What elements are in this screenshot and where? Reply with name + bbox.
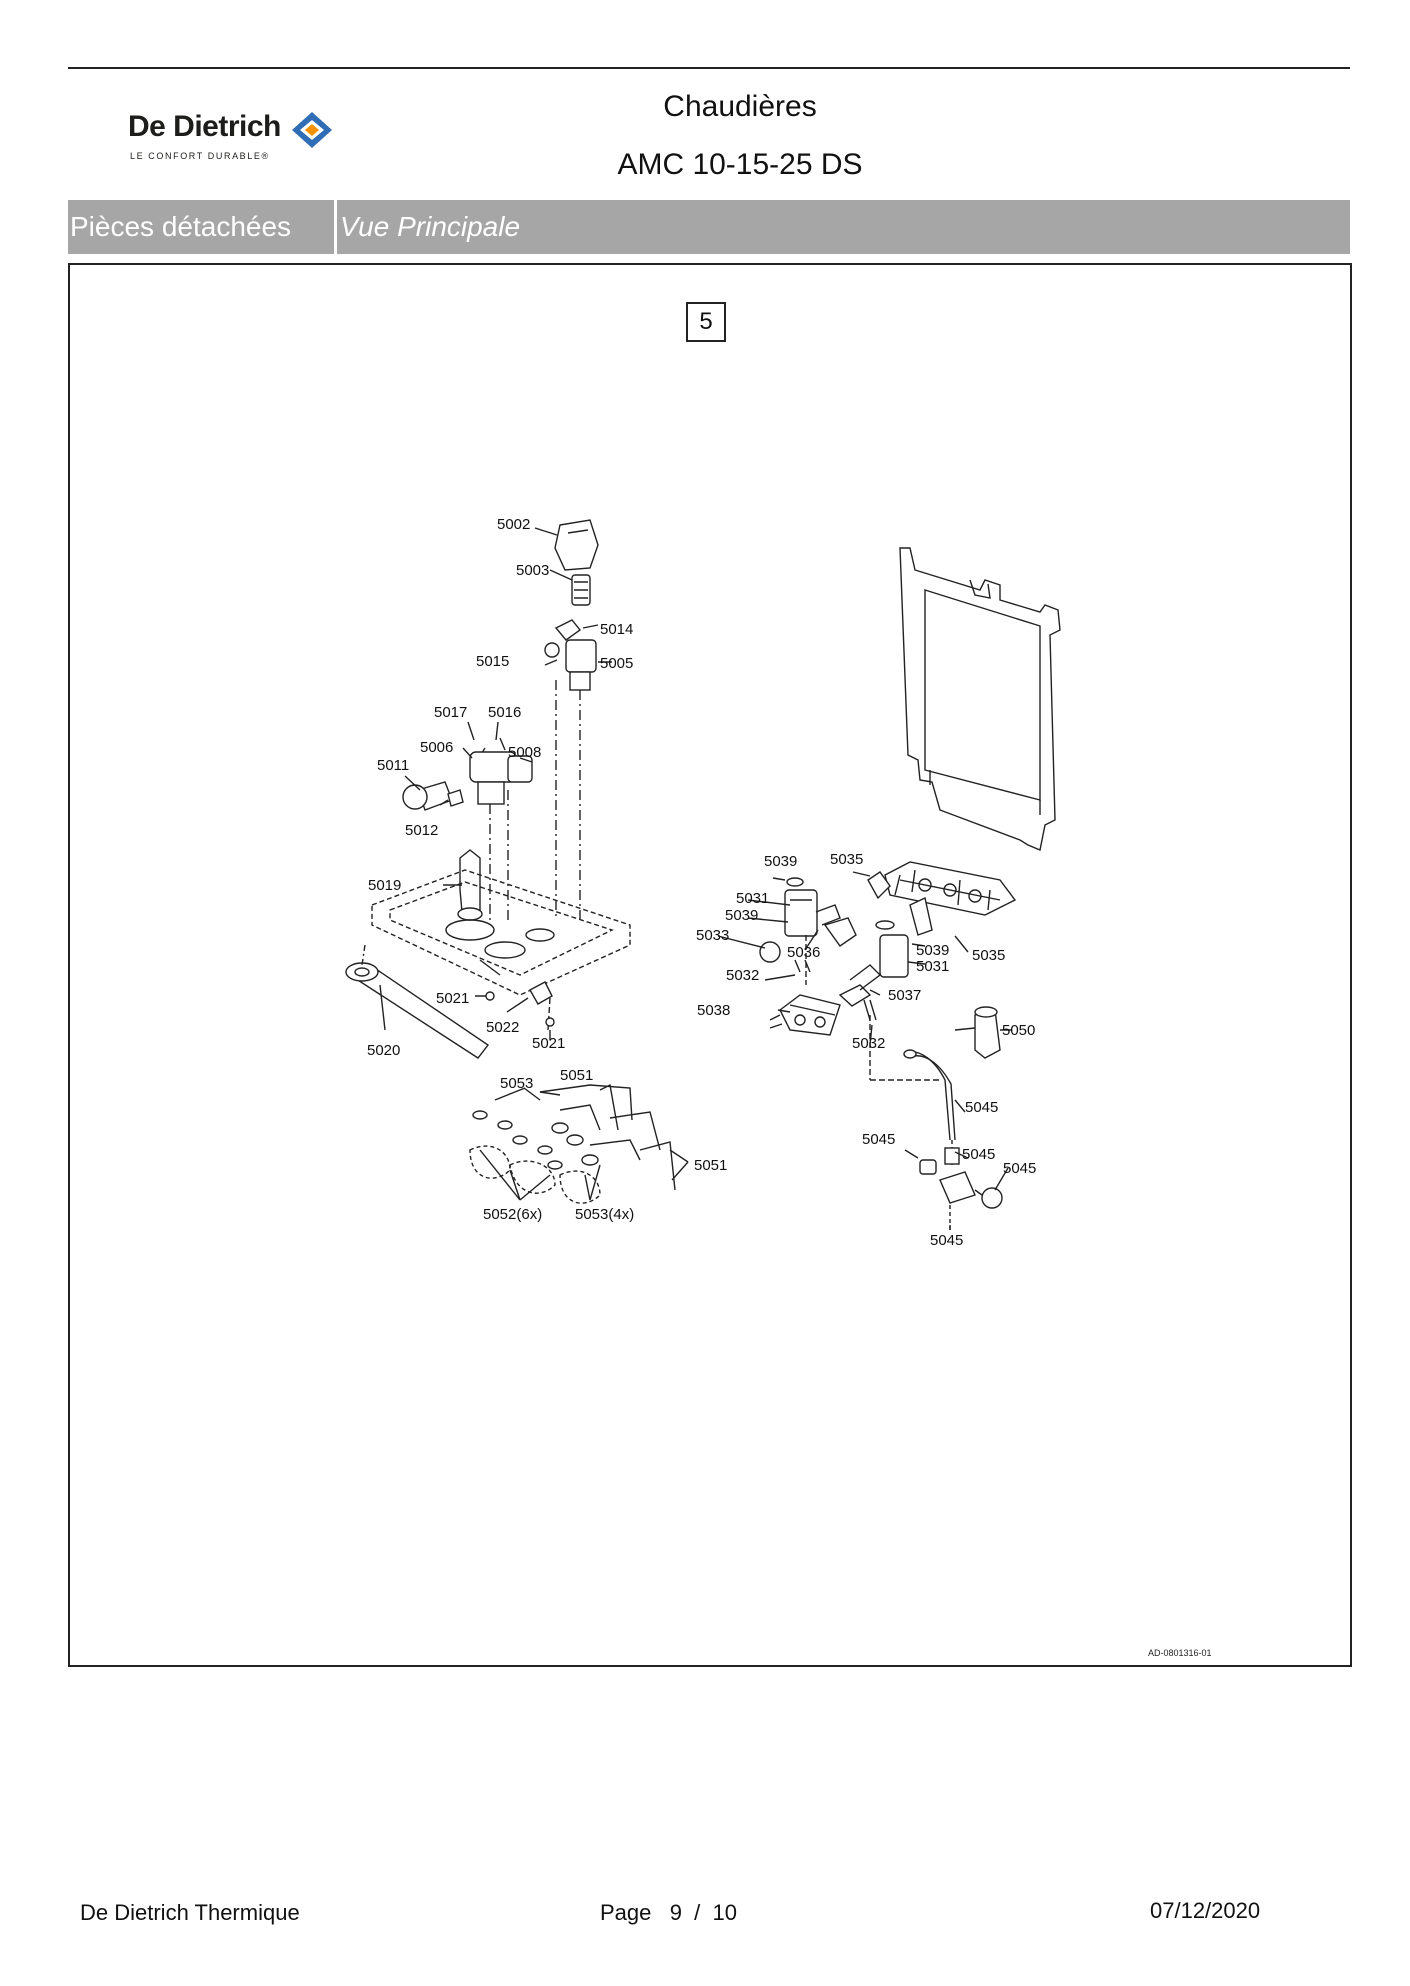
part-label: 5033 (696, 927, 729, 944)
part-label: 5035 (830, 851, 863, 868)
part-label: 5038 (697, 1002, 730, 1019)
part-label: 5051 (694, 1157, 727, 1174)
part-label: 5045 (965, 1099, 998, 1116)
part-label: 5019 (368, 877, 401, 894)
drawing-reference: AD-0801316-01 (1148, 1648, 1212, 1658)
view-label: Vue Principale (340, 211, 521, 242)
part-label: 5053(4x) (575, 1206, 634, 1223)
part-label: 5021 (436, 990, 469, 1007)
part-label: 5051 (560, 1067, 593, 1084)
part-label: 5031 (916, 958, 949, 975)
part-label: 5045 (930, 1232, 963, 1249)
view-number-box: 5 (686, 302, 726, 342)
footer-company: De Dietrich Thermique (80, 1900, 300, 1925)
footer-date: 07/12/2020 (1150, 1898, 1261, 1923)
part-label: 5014 (600, 621, 633, 638)
section-bar: Pièces détachées Vue Principale (68, 200, 1350, 254)
part-label: 5039 (725, 907, 758, 924)
part-label: 5036 (787, 944, 820, 961)
part-label: 5035 (972, 947, 1005, 964)
part-label: 5052(6x) (483, 1206, 542, 1223)
part-label: 5045 (962, 1146, 995, 1163)
part-label: 5003 (516, 562, 549, 579)
part-label: 5050 (1002, 1022, 1035, 1039)
part-label: 5037 (888, 987, 921, 1004)
part-label: 5045 (862, 1131, 895, 1148)
brand-logo: De Dietrich LE CONFORT DURABLE® (128, 110, 348, 170)
part-label: 5012 (405, 822, 438, 839)
brand-name: De Dietrich (128, 110, 281, 143)
part-label: 5002 (497, 516, 530, 533)
part-label: 5006 (420, 739, 453, 756)
part-label: 5032 (726, 967, 759, 984)
diamond-logo-icon (292, 112, 332, 148)
part-label: 5021 (532, 1035, 565, 1052)
part-label: 5015 (476, 653, 509, 670)
part-label: 5017 (434, 704, 467, 721)
model-title: AMC 10-15-25 DS (617, 148, 863, 181)
part-label: 5022 (486, 1019, 519, 1036)
part-label: 5008 (508, 744, 541, 761)
top-rule (68, 67, 1350, 69)
diagram-frame (68, 263, 1352, 1667)
part-label: 5020 (367, 1042, 400, 1059)
brand-tagline: LE CONFORT DURABLE® (130, 151, 270, 161)
part-label: 5053 (500, 1075, 533, 1092)
part-label: 5039 (764, 853, 797, 870)
part-label: 5011 (377, 757, 409, 774)
part-label: 5039 (916, 942, 949, 959)
document-title: Chaudières (663, 90, 817, 123)
part-label: 5031 (736, 890, 769, 907)
section-label: Pièces détachées (70, 211, 292, 242)
part-label: 5005 (600, 655, 633, 672)
part-label: 5045 (1003, 1160, 1036, 1177)
bar-separator (334, 200, 337, 254)
footer-page: Page 9 / 10 (600, 1900, 737, 1925)
part-label: 5016 (488, 704, 521, 721)
part-label: 5032 (852, 1035, 885, 1052)
